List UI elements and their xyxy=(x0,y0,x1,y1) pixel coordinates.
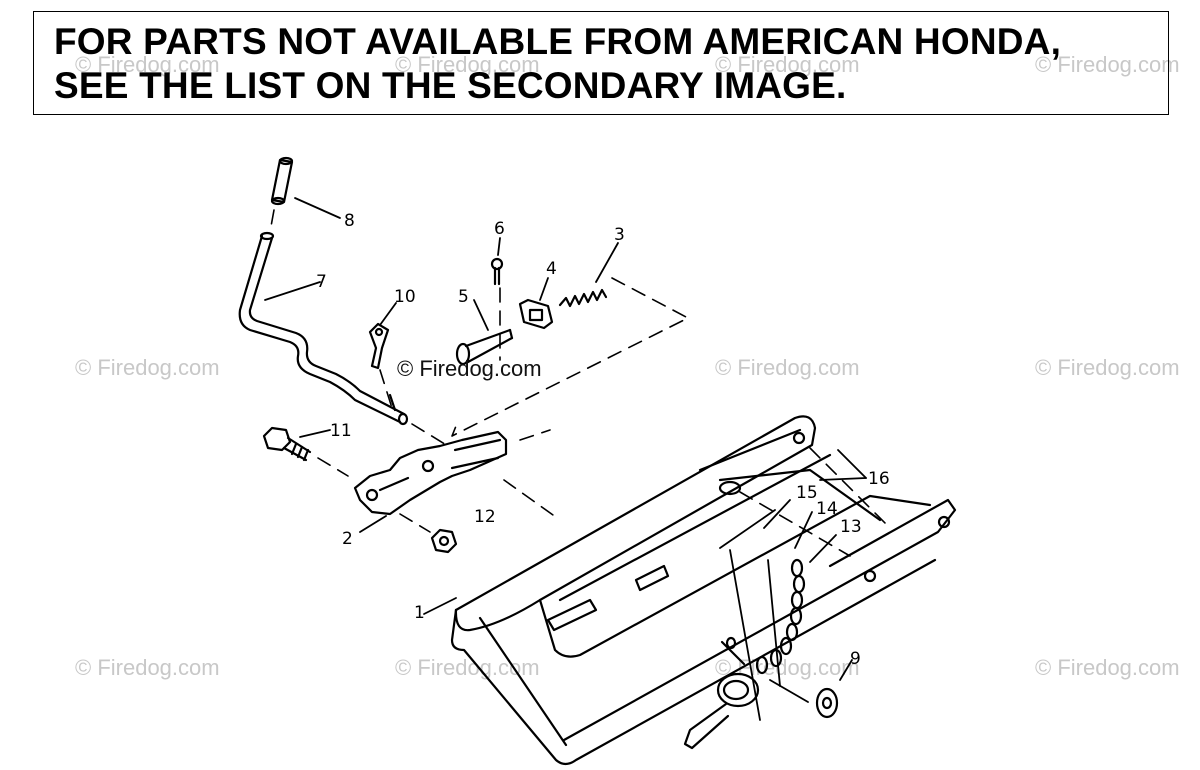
callout-1: 1 xyxy=(414,603,425,623)
part-12-nut xyxy=(430,528,458,554)
watermark: © Firedog.com xyxy=(1035,52,1180,77)
part-11-bolt xyxy=(262,426,312,462)
callout-11: 11 xyxy=(330,421,352,441)
callout-9: 9 xyxy=(850,649,861,669)
part-7-lever-rod xyxy=(238,231,409,426)
part-13-chain xyxy=(755,558,806,675)
callout-14: 14 xyxy=(816,499,838,519)
callout-2: 2 xyxy=(342,529,353,549)
leader-lines xyxy=(264,197,867,721)
callout-15: 15 xyxy=(796,483,818,503)
callout-7: 7 xyxy=(316,272,327,292)
banner-line-1: FOR PARTS NOT AVAILABLE FROM AMERICAN HO… xyxy=(54,21,1062,62)
watermark: © Firedog.com xyxy=(715,52,860,77)
notice-banner: FOR PARTS NOT AVAILABLE FROM AMERICAN HO… xyxy=(33,11,1169,115)
callout-numbers: 8 7 10 6 5 4 3 11 2 12 1 16 15 14 13 9 xyxy=(316,211,890,669)
banner-line-2: SEE THE LIST ON THE SECONDARY IMAGE. xyxy=(54,65,847,106)
part-4-bracket xyxy=(518,298,554,330)
callout-16: 16 xyxy=(868,469,890,489)
assembly-dashes xyxy=(269,209,889,557)
part-2-latch-plate xyxy=(353,430,508,516)
part-10-clip xyxy=(368,322,390,370)
watermark: © Firedog.com xyxy=(715,355,860,380)
part-9-washer xyxy=(815,687,839,719)
watermark-center: © Firedog.com xyxy=(397,356,542,381)
part-5-clevis-pin xyxy=(455,328,514,366)
watermark: © Firedog.com xyxy=(1035,355,1180,380)
watermark: © Firedog.com xyxy=(1035,655,1180,680)
callout-4: 4 xyxy=(546,259,557,279)
watermark: © Firedog.com xyxy=(75,655,220,680)
watermark: © Firedog.com xyxy=(75,355,220,380)
callout-12: 12 xyxy=(474,507,496,527)
part-15-hitch-pin xyxy=(683,636,760,750)
callout-6: 6 xyxy=(494,219,505,239)
part-6-pin xyxy=(490,257,504,286)
part-8-grip xyxy=(270,156,294,206)
watermark: © Firedog.com xyxy=(395,655,540,680)
callout-3: 3 xyxy=(614,225,625,245)
part-1-hitch-frame xyxy=(450,415,957,766)
callout-10: 10 xyxy=(394,287,416,307)
watermark: © Firedog.com xyxy=(395,52,540,77)
callout-13: 13 xyxy=(840,517,862,537)
watermark: © Firedog.com xyxy=(75,52,220,77)
callout-8: 8 xyxy=(344,211,355,231)
part-3-spring xyxy=(558,288,608,308)
callout-5: 5 xyxy=(458,287,469,307)
